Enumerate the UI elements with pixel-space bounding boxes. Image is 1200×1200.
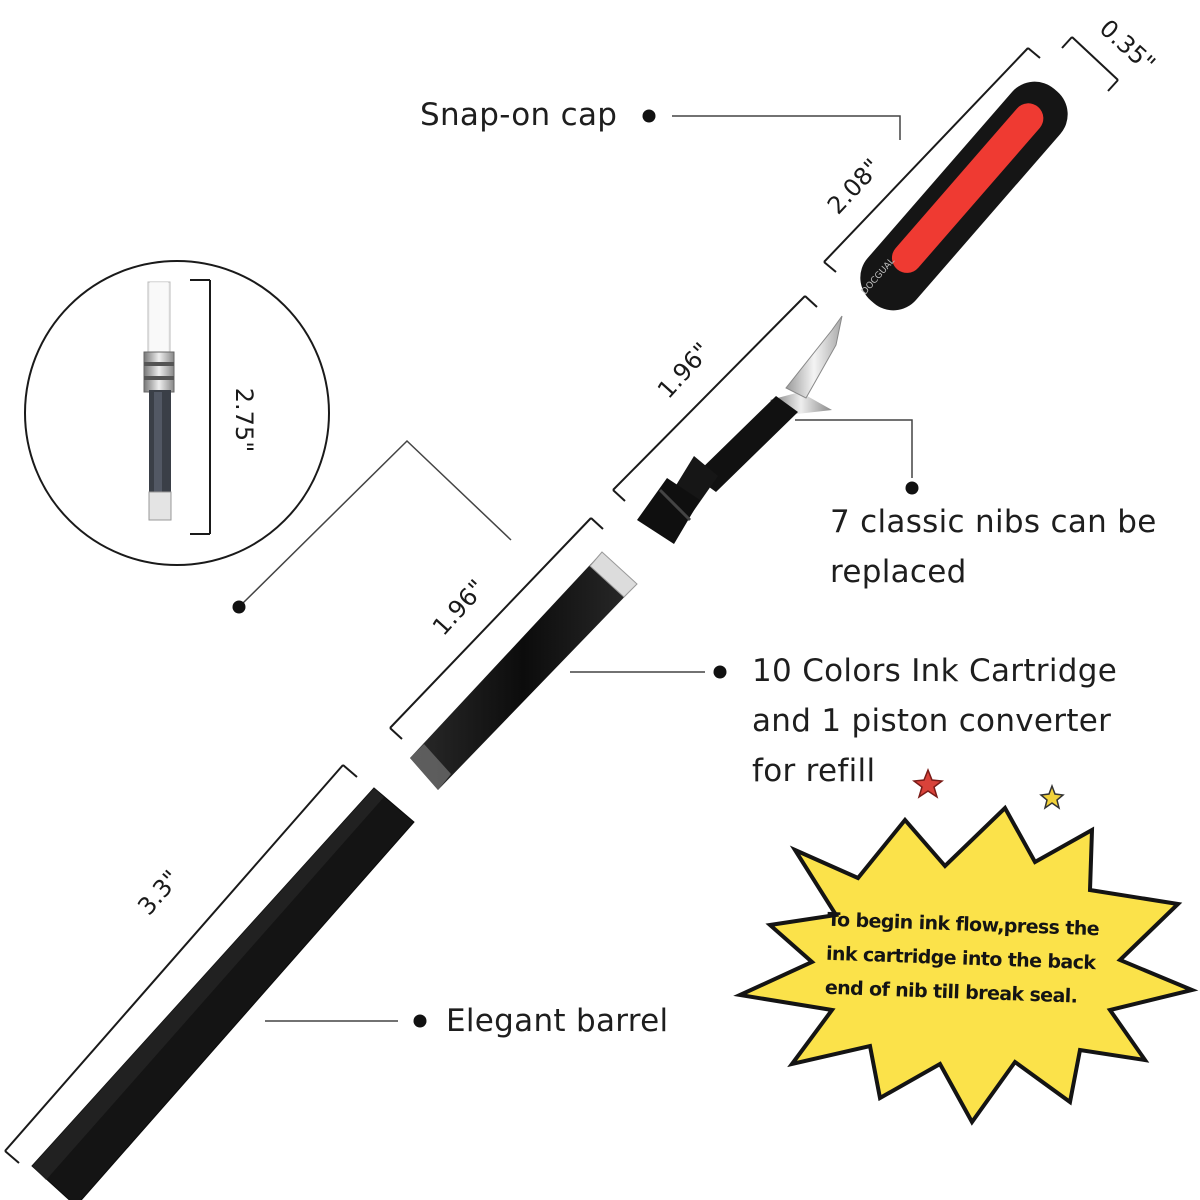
cartridge-callout: 10 Colors Ink Cartridge and 1 piston con…: [752, 646, 1117, 796]
barrel-dimension-line: [4, 764, 358, 1164]
cartridge-callout-line: and 1 piston converter: [752, 703, 1112, 739]
cap-dimension-lines: [823, 36, 1119, 273]
nib-dimension-line: [612, 295, 818, 502]
cap-length: 2.08": [822, 153, 886, 219]
snap-on-cap: DOCGUAL: [860, 81, 1068, 311]
converter-inset: [24, 260, 330, 566]
cap-width: 0.35": [1094, 14, 1161, 78]
nibs-callout-line: 7 classic nibs can be: [830, 504, 1157, 540]
ink-cartridge: [410, 551, 638, 790]
cap-callout: Snap-on cap: [420, 97, 618, 133]
nib-length: 1.96": [652, 337, 716, 404]
burst-shape: [733, 804, 1199, 1126]
barrel: [31, 787, 415, 1200]
cartridge-callout-line: for refill: [752, 753, 876, 789]
cartridge-callout-line: 10 Colors Ink Cartridge: [752, 653, 1118, 689]
nibs-callout: 7 classic nibs can be replaced: [830, 497, 1157, 597]
barrel-callout: Elegant barrel: [446, 1003, 669, 1039]
yellow-star-icon: [1039, 783, 1065, 810]
red-star-icon: [912, 767, 944, 799]
barrel-length: 3.3": [132, 865, 185, 921]
nibs-callout-line: replaced: [830, 554, 967, 590]
cartridge-length: 1.96": [427, 574, 491, 641]
converter-length: 2.75": [230, 388, 258, 452]
cartridge-dimension-line: [389, 517, 604, 740]
leader-lines: [242, 115, 913, 1022]
cap-red-stripe: [891, 103, 1044, 273]
burst-instructions: To begin ink flow,press the ink cartridg…: [824, 903, 1127, 1015]
bullets: [232, 109, 919, 1028]
nib-section: [637, 315, 843, 544]
